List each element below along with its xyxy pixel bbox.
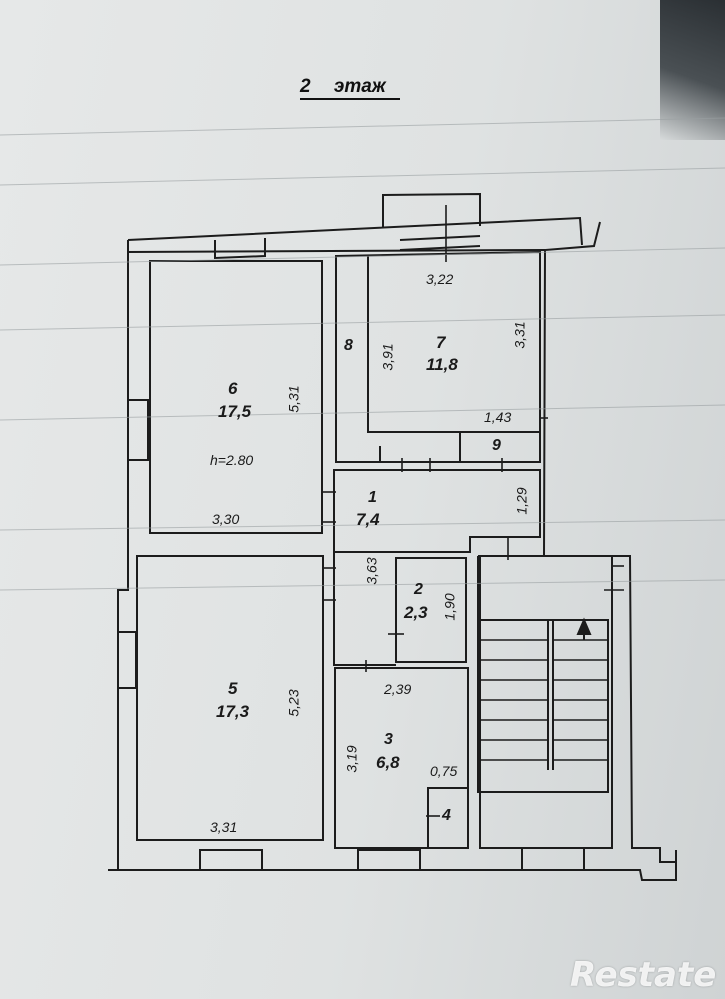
room-2-outline bbox=[395, 557, 467, 663]
room-9-number: 9 bbox=[492, 437, 501, 454]
dim-3-30: 3,30 bbox=[212, 511, 240, 527]
room-9-outline bbox=[459, 431, 540, 462]
outer-wall bbox=[108, 216, 677, 881]
dim-2-39: 2,39 bbox=[384, 681, 412, 697]
room-6-number: 6 bbox=[228, 379, 238, 398]
dim-3-31-top: 3,31 bbox=[511, 321, 528, 349]
title-underline bbox=[300, 98, 400, 100]
top-bay bbox=[382, 192, 481, 228]
dim-3-22: 3,22 bbox=[426, 271, 454, 287]
dim-1-43: 1,43 bbox=[484, 409, 512, 425]
stair-enclosure bbox=[478, 555, 613, 849]
watermark-logo: Restate bbox=[570, 955, 717, 995]
background-form-lines bbox=[0, 117, 725, 591]
room-4-outline bbox=[427, 787, 469, 849]
outer-wall-left bbox=[117, 240, 129, 870]
room-8-divider bbox=[367, 256, 460, 433]
stair-treads bbox=[478, 639, 608, 761]
room-7-outline bbox=[335, 250, 541, 463]
dim-3-31-bottom: 3,31 bbox=[210, 819, 238, 835]
room-6-area: 17,5 bbox=[218, 402, 252, 421]
dim-3-63: 3,63 bbox=[363, 557, 380, 585]
ceiling-height: h=2.80 bbox=[210, 452, 254, 468]
room-2-area: 2,3 bbox=[404, 603, 428, 622]
room-7-number: 7 bbox=[436, 333, 446, 352]
room-3-area: 6,8 bbox=[376, 753, 400, 772]
room-2-number: 2 bbox=[414, 581, 423, 598]
dim-0-75: 0,75 bbox=[430, 763, 458, 779]
room-1-number: 1 bbox=[368, 489, 377, 506]
dim-1-29: 1,29 bbox=[513, 487, 530, 515]
room-5-area: 17,3 bbox=[216, 702, 250, 721]
dim-5-31: 5,31 bbox=[285, 385, 302, 413]
floor-title: 2 этаж bbox=[300, 76, 386, 97]
room-7-area: 11,8 bbox=[426, 355, 458, 374]
room-6-outline bbox=[149, 260, 323, 534]
room-4-number: 4 bbox=[442, 807, 451, 824]
room-3-number: 3 bbox=[384, 731, 393, 748]
room-5-number: 5 bbox=[228, 679, 238, 698]
room-3-outline bbox=[334, 667, 469, 849]
room-1-area: 7,4 bbox=[356, 510, 380, 529]
dim-3-91: 3,91 bbox=[379, 343, 396, 371]
dim-1-90: 1,90 bbox=[441, 593, 458, 621]
inner-outline-top bbox=[127, 249, 546, 253]
room-8-number: 8 bbox=[344, 337, 353, 354]
dim-3-19: 3,19 bbox=[343, 745, 360, 773]
stair-block bbox=[477, 619, 609, 793]
room-5-outline bbox=[136, 555, 324, 841]
background-shadow bbox=[660, 0, 725, 140]
stair-arrow bbox=[576, 617, 592, 640]
dim-5-23: 5,23 bbox=[285, 689, 302, 717]
